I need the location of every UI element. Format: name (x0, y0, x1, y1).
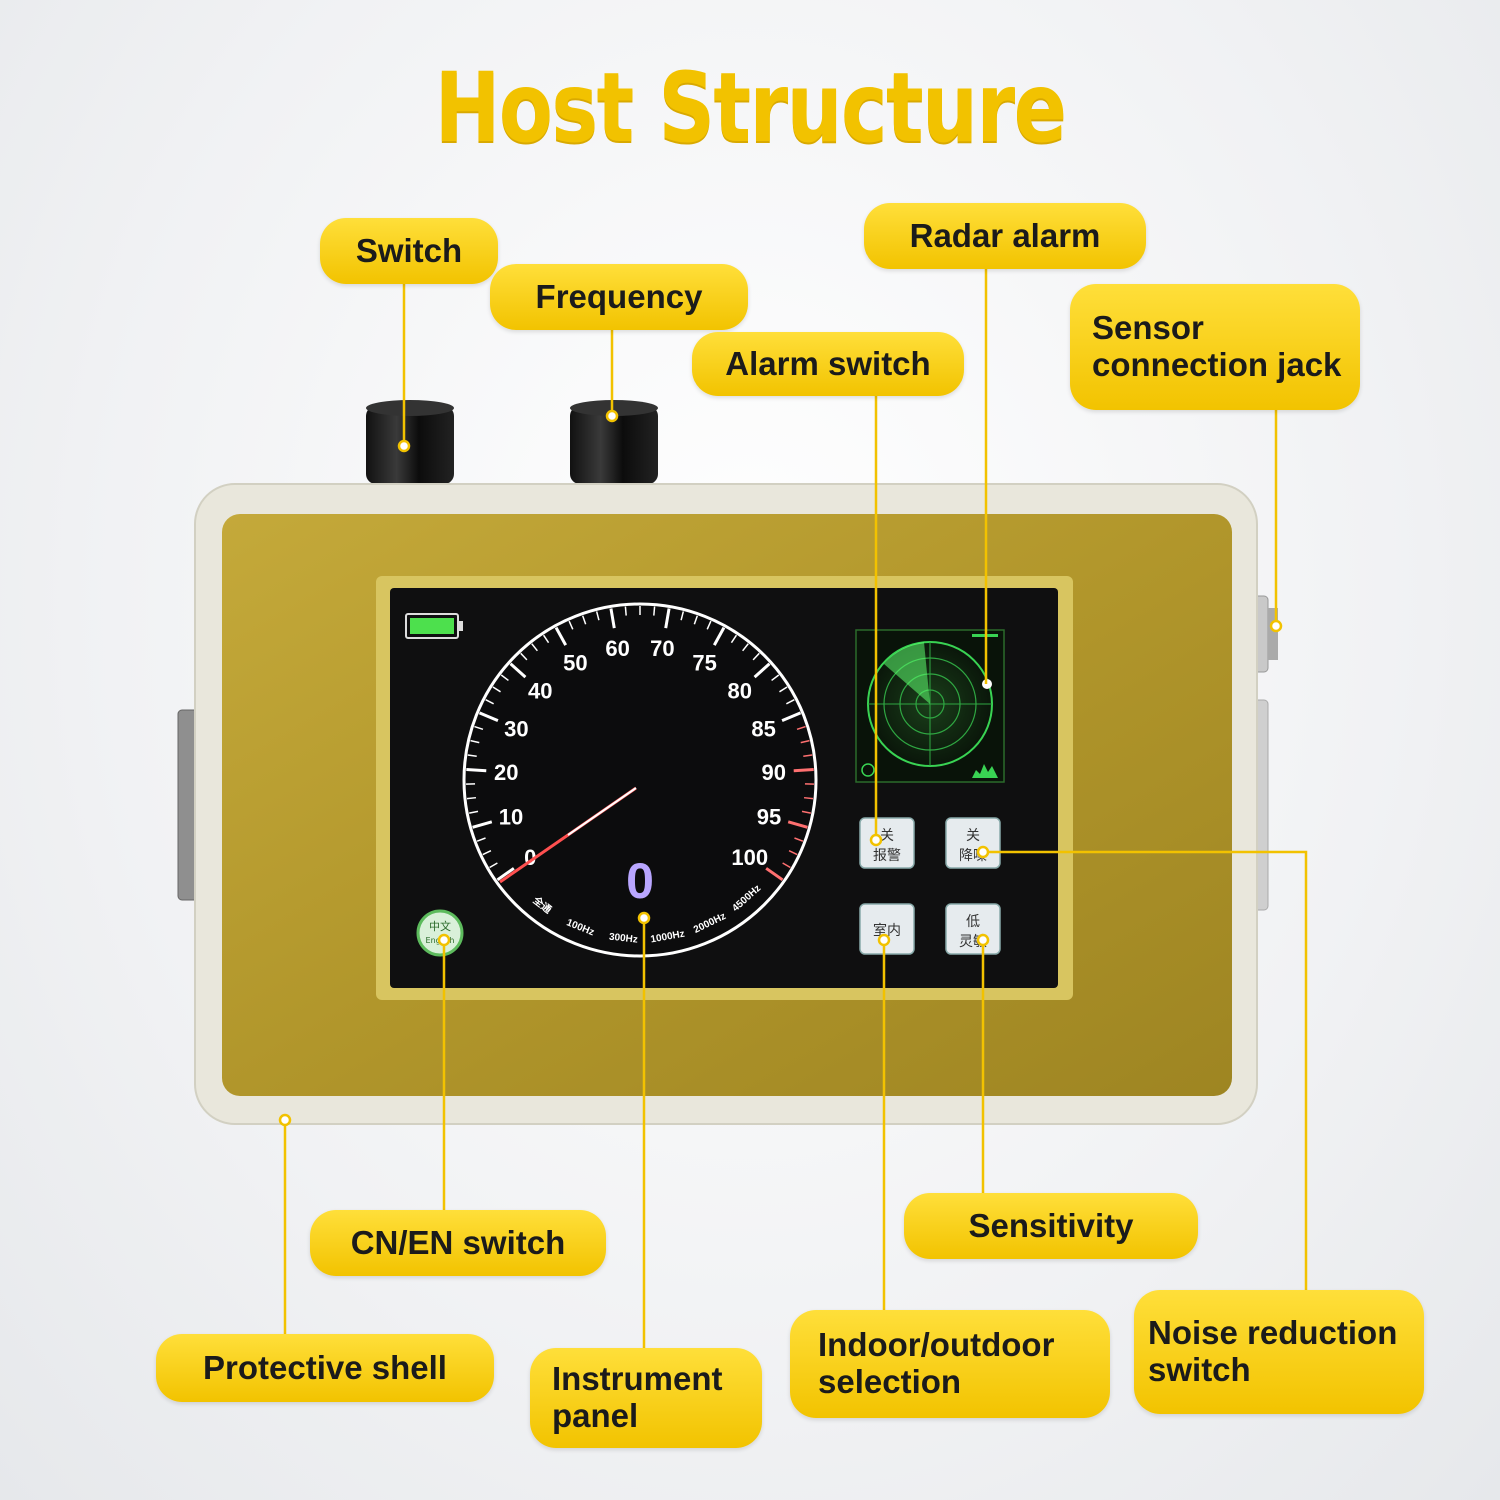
dial-tick (801, 810, 811, 814)
leader-dots (278, 409, 1283, 1127)
label-indoor-outdoor-selection: Indoor/outdoor selection (790, 1310, 1110, 1418)
dial-tick (794, 837, 804, 842)
svg-text:低: 低 (966, 914, 980, 930)
cn-en-switch-button[interactable]: 中文 English (416, 909, 464, 957)
label-switch: Switch (320, 218, 498, 284)
dial-tick (624, 606, 627, 616)
dial-tick-label: 60 (605, 636, 629, 661)
dial-tick (693, 615, 699, 625)
dial-tick (712, 626, 726, 646)
label-cn-en-switch: CN/EN switch (310, 1210, 606, 1276)
dial-tick (568, 620, 574, 630)
dial-tick (496, 867, 515, 882)
dial-tick (476, 837, 486, 842)
svg-text:中文: 中文 (429, 919, 451, 933)
dial-tick (466, 796, 477, 800)
dial-tick-label: 40 (528, 678, 552, 703)
svg-text:关: 关 (880, 828, 894, 844)
dial-tick-label: 30 (504, 716, 528, 741)
label-sensitivity: Sensitivity (904, 1193, 1198, 1259)
label-frequency: Frequency (490, 264, 748, 330)
dial-tick (742, 643, 749, 652)
label-protective-shell: Protective shell (156, 1334, 494, 1402)
dial-tick-label: 20 (494, 760, 518, 785)
dial-tick-label: 100 (731, 845, 768, 870)
label-noise-reduction-switch: Noise reduction switch (1134, 1290, 1424, 1414)
dial-tick (472, 820, 493, 829)
dial-tick (779, 686, 788, 693)
dial-tick (664, 608, 671, 629)
dial-tick (470, 739, 480, 744)
dial-tick (793, 767, 814, 773)
dial-tick (609, 608, 616, 629)
dial-tick-label: 50 (563, 651, 587, 676)
dial-tick (520, 652, 528, 661)
alarm-switch-button[interactable]: 关 报警 (859, 817, 915, 869)
dial-tick (786, 698, 795, 705)
dial-tick (485, 698, 494, 705)
dial-tick (730, 634, 738, 644)
dial-tick (466, 767, 487, 773)
dial-tick-label: 95 (757, 804, 781, 829)
dial-tick (482, 850, 492, 856)
dial-tick-label: 75 (692, 651, 716, 676)
dial-tick (753, 662, 771, 679)
dial-tick (752, 652, 760, 661)
dial-tick-label: 10 (499, 804, 523, 829)
dial-tick (474, 725, 484, 731)
svg-text:关: 关 (966, 828, 980, 844)
dial-tick-label: 70 (650, 636, 674, 661)
dial-tick (581, 615, 587, 625)
dial-tick (509, 662, 527, 679)
label-sensor-connection-jack: Sensor connection jack (1070, 284, 1360, 410)
page-title: Host Structure (434, 52, 1067, 164)
dial-tick (554, 626, 568, 646)
label-alarm-switch: Alarm switch (692, 332, 964, 396)
dial-tick (469, 810, 479, 814)
dial-tick (803, 796, 814, 800)
label-radar-alarm: Radar alarm (864, 203, 1146, 269)
dial-tick (787, 820, 808, 829)
dial-readout: 0 (626, 853, 654, 909)
radar-display (855, 629, 1005, 783)
dial-tick (489, 862, 498, 869)
dial-tick (788, 850, 798, 856)
indoor-outdoor-button[interactable]: 室内 (859, 903, 915, 955)
leader-lines (283, 268, 1308, 1350)
svg-text:室内: 室内 (873, 922, 901, 939)
dial-tick (706, 620, 712, 630)
frequency-knob[interactable] (570, 400, 658, 490)
dial-tick (771, 674, 780, 682)
dial-tick-label: 90 (762, 760, 786, 785)
svg-text:报警: 报警 (873, 848, 901, 864)
dial-tick (653, 606, 656, 616)
frequency-tick-label: 300Hz (608, 932, 638, 946)
battery-icon (405, 613, 463, 639)
dial-tick (492, 686, 501, 693)
dial-tick (803, 754, 813, 758)
dial-tick (531, 643, 538, 652)
dial-tick (800, 739, 810, 744)
noise-reduction-button[interactable]: 关 降噪 (945, 817, 1001, 869)
dial-tick (765, 867, 784, 882)
dial-tick-label: 80 (727, 678, 751, 703)
dial-tick (467, 754, 477, 758)
dial-tick (542, 634, 550, 644)
label-instrument-panel: Instrument panel (530, 1348, 762, 1448)
dial-tick (796, 725, 806, 731)
sensitivity-button[interactable]: 低 灵敏 (945, 903, 1001, 955)
dial-tick (478, 711, 499, 722)
dial-tick-label: 85 (751, 716, 775, 741)
dial-tick (500, 674, 509, 682)
dial-tick (595, 611, 600, 621)
dial-tick (782, 862, 791, 869)
dial-tick (781, 711, 802, 722)
dial-tick (680, 611, 685, 621)
